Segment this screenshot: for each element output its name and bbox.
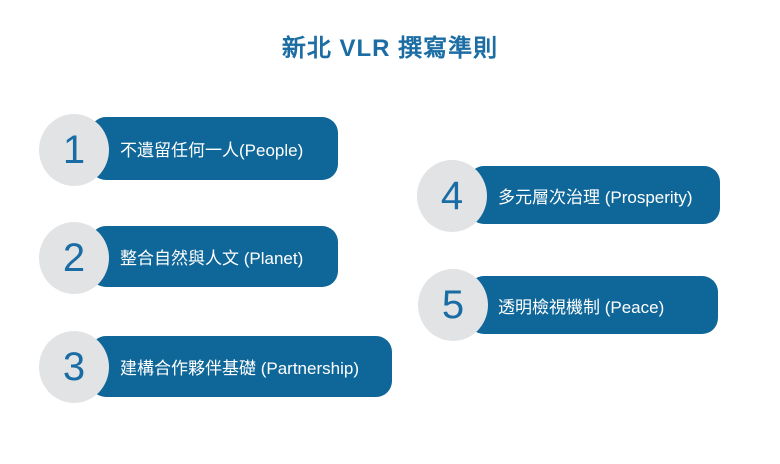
- principle-number-2: 2: [62, 236, 86, 280]
- principle-pill-5: 透明檢視機制 (Peace): [468, 276, 718, 334]
- number-circle-2: 2: [39, 222, 109, 294]
- principle-pill-2: 整合自然與人文 (Planet): [90, 226, 338, 287]
- principle-label-3: 建構合作夥伴基礎 (Partnership): [120, 359, 359, 378]
- principle-pill-1: 不遺留任何一人(People): [90, 117, 338, 180]
- principle-number-4: 4: [440, 174, 464, 218]
- principle-number-1: 1: [62, 128, 86, 172]
- principle-label-5: 透明檢視機制 (Peace): [498, 297, 665, 317]
- page-title: 新北 VLR 撰寫準則: [281, 35, 499, 62]
- principle-item-4: 多元層次治理 (Prosperity) 4: [417, 160, 727, 240]
- principle-pill-4: 多元層次治理 (Prosperity): [468, 166, 720, 224]
- principle-item-2: 整合自然與人文 (Planet) 2: [39, 222, 339, 302]
- number-circle-3: 3: [39, 331, 109, 403]
- principle-number-5: 5: [441, 283, 465, 327]
- principle-label-2: 整合自然與人文 (Planet): [120, 249, 304, 268]
- principle-pill-3: 建構合作夥伴基礎 (Partnership): [90, 336, 392, 397]
- number-circle-1: 1: [39, 114, 109, 186]
- principle-number-3: 3: [62, 345, 86, 389]
- number-circle-4: 4: [417, 160, 487, 232]
- principle-item-5: 透明檢視機制 (Peace) 5: [418, 269, 728, 349]
- principle-item-1: 不遺留任何一人(People) 1: [39, 114, 339, 194]
- principle-item-3: 建構合作夥伴基礎 (Partnership) 3: [39, 331, 399, 411]
- principle-label-4: 多元層次治理 (Prosperity): [498, 187, 693, 207]
- number-circle-5: 5: [418, 269, 488, 341]
- principle-label-1: 不遺留任何一人(People): [120, 141, 304, 160]
